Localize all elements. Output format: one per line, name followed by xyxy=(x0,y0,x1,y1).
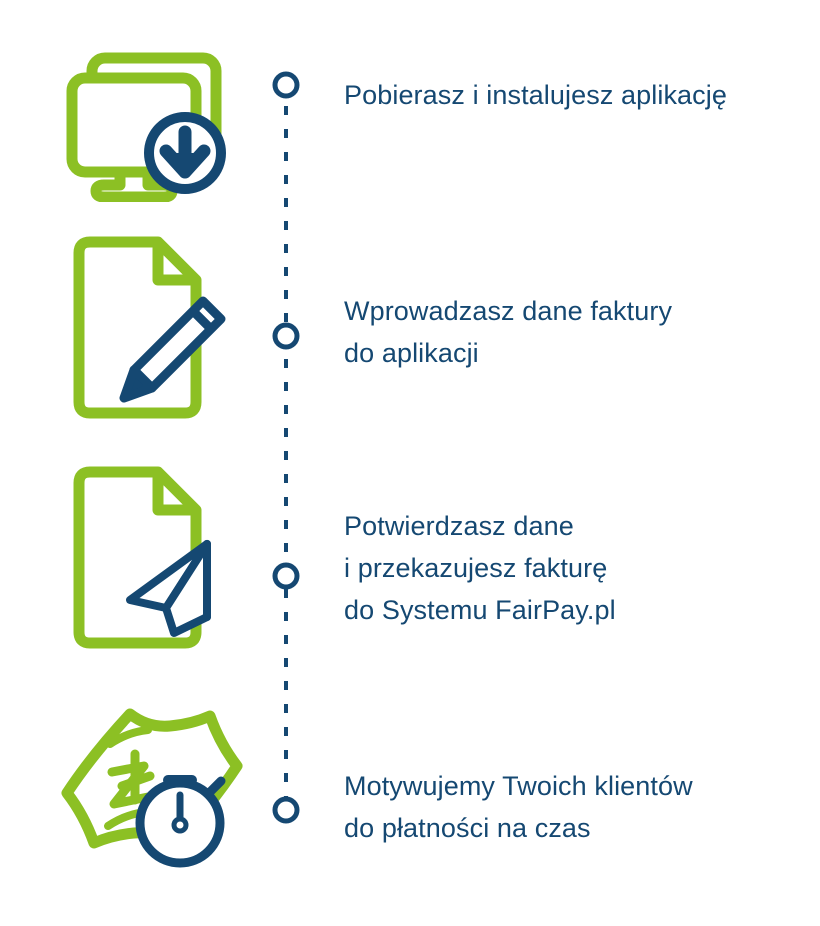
step-label-1: Pobierasz i instalujesz aplikację xyxy=(344,74,727,116)
step-label-3-line-3: do Systemu FairPay.pl xyxy=(344,595,616,625)
document-paperplane-icon xyxy=(62,465,242,650)
step-label-2-line-1: Wprowadzasz dane faktury xyxy=(344,296,673,326)
download-arrow-head xyxy=(168,153,202,172)
step-label-3: Potwierdzasz dane i przekazujesz fakturę… xyxy=(344,505,616,631)
step-label-4-line-2: do płatności na czas xyxy=(344,813,591,843)
timeline-marker-1 xyxy=(272,71,300,99)
zloty-symbol xyxy=(107,749,155,809)
document-fold-shape xyxy=(152,472,196,516)
monitor-download-icon xyxy=(62,52,242,203)
step-label-4: Motywujemy Twoich klientów do płatności … xyxy=(344,765,693,849)
timeline-marker-3 xyxy=(272,562,300,590)
banknote-stopwatch-icon xyxy=(52,700,252,875)
timeline-marker-4 xyxy=(272,796,300,824)
stopwatch-side-button xyxy=(206,776,226,796)
stopwatch-shape xyxy=(135,775,226,868)
step-label-3-line-2: i przekazujesz fakturę xyxy=(344,553,608,583)
step-label-2: Wprowadzasz dane faktury do aplikacji xyxy=(344,290,672,374)
step-label-1-line-1: Pobierasz i instalujesz aplikację xyxy=(344,80,727,110)
timeline-marker-2 xyxy=(272,322,300,350)
document-fold-shape xyxy=(152,242,196,286)
pencil-shape xyxy=(119,296,226,403)
step-label-2-line-2: do aplikacji xyxy=(344,338,479,368)
step-label-3-line-1: Potwierdzasz dane xyxy=(344,511,574,541)
document-pencil-icon xyxy=(62,235,242,420)
paper-plane-shape xyxy=(126,540,211,637)
step-label-4-line-1: Motywujemy Twoich klientów xyxy=(344,771,693,801)
stopwatch-pivot xyxy=(171,816,189,834)
banknote-line-top xyxy=(106,726,152,748)
